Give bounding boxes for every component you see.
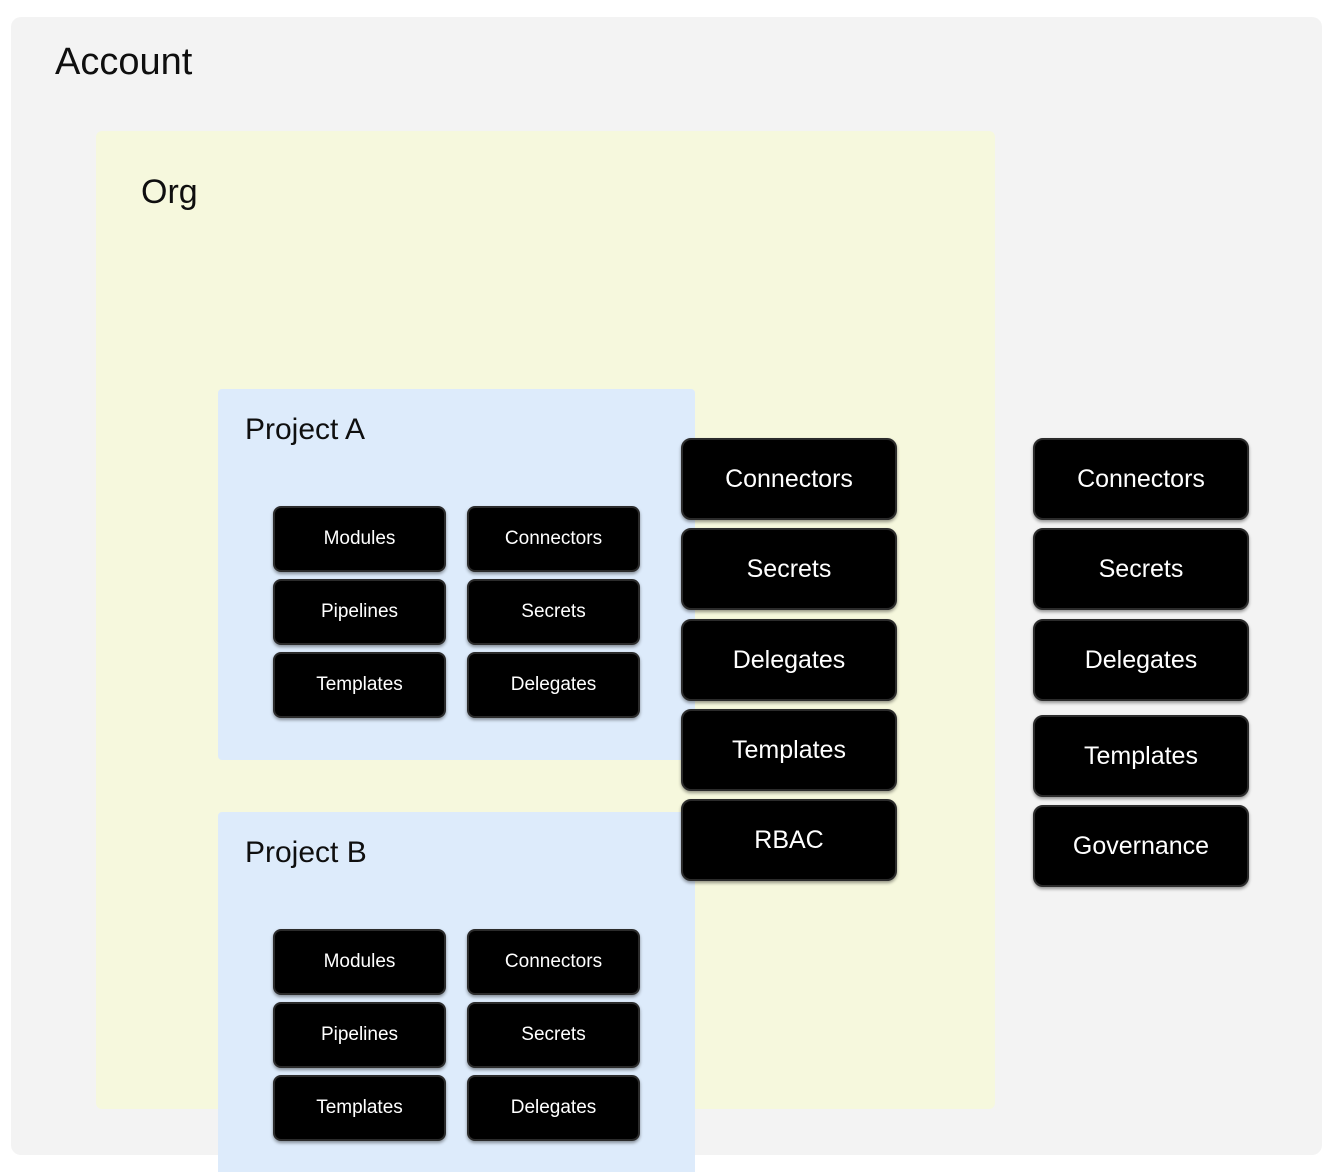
org-tile-delegates[interactable]: Delegates xyxy=(681,619,897,701)
project-a-tile-templates[interactable]: Templates xyxy=(273,652,446,718)
project-b-tile-templates[interactable]: Templates xyxy=(273,1075,446,1141)
org-tile-secrets[interactable]: Secrets xyxy=(681,528,897,610)
project-a-container: Project A Modules Connectors Pipelines S… xyxy=(218,389,695,760)
account-tile-connectors[interactable]: Connectors xyxy=(1033,438,1249,520)
project-a-label: Project A xyxy=(245,413,366,446)
project-b-tile-delegates[interactable]: Delegates xyxy=(467,1075,640,1141)
org-tile-templates[interactable]: Templates xyxy=(681,709,897,791)
account-tile-secrets[interactable]: Secrets xyxy=(1033,528,1249,610)
project-a-tile-connectors[interactable]: Connectors xyxy=(467,506,640,572)
project-b-tile-secrets[interactable]: Secrets xyxy=(467,1002,640,1068)
project-b-tile-connectors[interactable]: Connectors xyxy=(467,929,640,995)
account-tile-delegates[interactable]: Delegates xyxy=(1033,619,1249,701)
project-a-tile-secrets[interactable]: Secrets xyxy=(467,579,640,645)
org-scope-label: Org xyxy=(141,173,198,211)
account-tile-templates[interactable]: Templates xyxy=(1033,715,1249,797)
project-b-tile-modules[interactable]: Modules xyxy=(273,929,446,995)
project-b-tile-pipelines[interactable]: Pipelines xyxy=(273,1002,446,1068)
project-a-tile-pipelines[interactable]: Pipelines xyxy=(273,579,446,645)
account-scope-label: Account xyxy=(55,41,193,83)
account-tile-governance[interactable]: Governance xyxy=(1033,805,1249,887)
org-tile-connectors[interactable]: Connectors xyxy=(681,438,897,520)
org-tile-rbac[interactable]: RBAC xyxy=(681,799,897,881)
project-a-tile-delegates[interactable]: Delegates xyxy=(467,652,640,718)
project-b-container: Project B Modules Connectors Pipelines S… xyxy=(218,812,695,1172)
project-a-tile-modules[interactable]: Modules xyxy=(273,506,446,572)
project-b-label: Project B xyxy=(245,836,367,869)
